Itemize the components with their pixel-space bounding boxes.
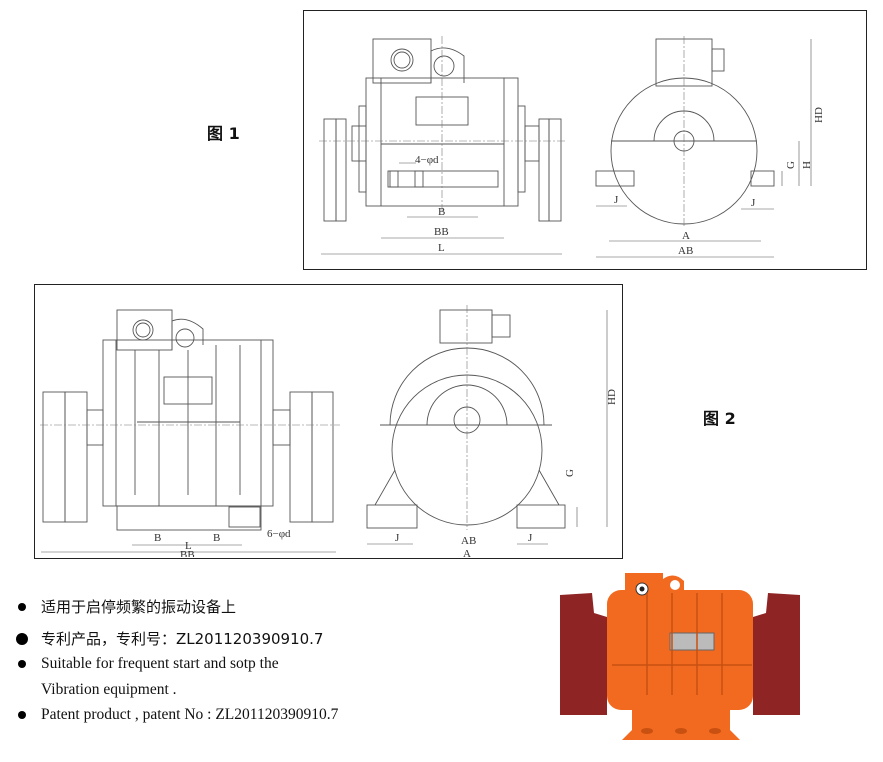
dim-j-left: J <box>614 194 619 206</box>
feature-text: Patent product , patent No : ZL201120390… <box>41 706 339 723</box>
dim-phi-d: 4−φd <box>415 154 439 166</box>
figure-2-drawing: B B BB 6−φd L L J J A HD G AB <box>34 284 623 583</box>
dim-ab: AB <box>678 245 693 257</box>
dim-ab: AB <box>461 535 477 547</box>
dim-l-label: L <box>185 540 192 552</box>
figure-2-label: 图 2 <box>703 409 736 428</box>
bullet-icon <box>16 632 28 645</box>
dim-g: G <box>785 161 797 169</box>
side-view <box>319 36 566 255</box>
feature-text: 专利产品，专利号：ZL201120390910.7 <box>41 629 324 648</box>
dim-b-right: B <box>213 532 220 544</box>
right-eccentric-weight <box>753 593 800 715</box>
product-photo <box>552 565 808 748</box>
bullet-icon <box>18 711 26 719</box>
dim-g: G <box>564 469 576 477</box>
list-item: Suitable for frequent start and sotp the <box>16 653 338 679</box>
dim-l: L <box>438 242 445 254</box>
dim-j-left: J <box>395 532 400 544</box>
dim-j-right: J <box>528 532 533 544</box>
list-item: Patent product , patent No : ZL201120390… <box>16 704 338 730</box>
end-view <box>595 36 812 258</box>
dim-a: A <box>463 548 471 557</box>
feature-list: 适用于启停频繁的振动设备上 专利产品，专利号：ZL201120390910.7 … <box>16 596 338 730</box>
dim-hd: HD <box>813 107 825 123</box>
dim-phi-d: 6−φd <box>267 528 291 540</box>
dim-b: B <box>438 206 445 218</box>
list-item: Vibration equipment . <box>16 679 338 705</box>
feature-text: Suitable for frequent start and sotp the <box>41 655 279 672</box>
dim-hd: HD <box>606 389 618 405</box>
end-view <box>366 305 608 583</box>
dim-h: H <box>801 161 813 169</box>
dim-bb: BB <box>434 226 449 238</box>
list-item: 专利产品，专利号：ZL201120390910.7 <box>16 628 338 654</box>
bullet-icon <box>18 603 26 611</box>
feature-text: 适用于启停频繁的振动设备上 <box>41 598 237 616</box>
bullet-icon <box>18 660 26 668</box>
figure-1-label: 图 1 <box>207 124 240 143</box>
nameplate <box>669 632 715 651</box>
dim-a: A <box>682 230 690 242</box>
list-item: 适用于启停频繁的振动设备上 <box>16 596 338 622</box>
figure-1-drawing: 4−φd B BB L J J A AB HD H G <box>303 10 867 270</box>
feature-text: Vibration equipment . <box>41 680 177 698</box>
dim-b-left: B <box>154 532 161 544</box>
side-view <box>40 309 340 564</box>
dim-j-right: J <box>751 197 756 209</box>
left-eccentric-weight <box>560 593 607 715</box>
